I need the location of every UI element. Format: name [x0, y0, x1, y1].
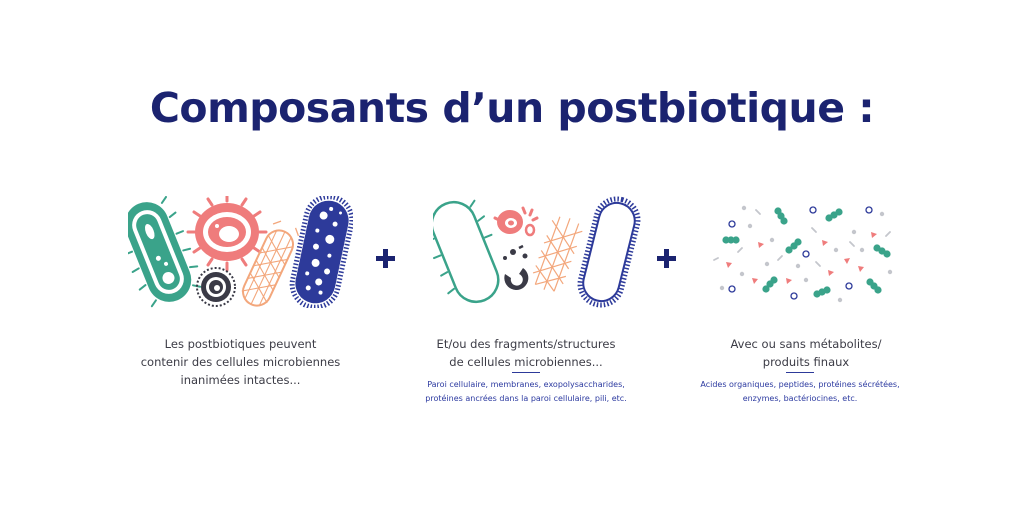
- metabolites-caption: Avec ou sans métabolites/ produits finau…: [688, 335, 924, 371]
- coral-spiky-cell-icon: [186, 196, 268, 272]
- note-line: Acides organiques, peptides, protéines s…: [700, 380, 900, 389]
- cell-fragments-illustration: [433, 196, 641, 308]
- caption-line: Avec ou sans métabolites/: [730, 337, 882, 351]
- gray-dash-icon: [713, 209, 891, 267]
- note-line: Paroi cellulaire, membranes, exopolysacc…: [427, 380, 625, 389]
- metabolites-examples-note: Acides organiques, peptides, protéines s…: [680, 378, 920, 406]
- blue-fuzzy-cell-icon: [289, 196, 353, 308]
- caption-line: Et/ou des fragments/structures: [436, 337, 616, 351]
- green-membrane-icon: [433, 199, 500, 304]
- fragments-caption: Et/ou des fragments/structures de cellul…: [408, 335, 644, 371]
- coral-fragments-icon: [493, 206, 539, 237]
- plus-icon: [376, 249, 395, 268]
- page-title: Composants d’un postbiotique :: [149, 84, 875, 132]
- dark-round-cell-icon: [196, 267, 236, 307]
- green-bacterium-icon: [128, 196, 202, 308]
- caption-line: inanimées intactes...: [180, 373, 301, 387]
- gray-dot-icon: [719, 205, 893, 303]
- caption-line: Les postbiotiques peuvent: [164, 337, 317, 351]
- blue-ring-icon: [728, 206, 873, 300]
- note-line: protéines ancrées dans la paroi cellulai…: [425, 394, 627, 403]
- blue-cell-wall-icon: [577, 196, 641, 308]
- caption-line: contenir des cellules microbiennes: [140, 355, 341, 369]
- plus-icon: [657, 249, 676, 268]
- coral-triangle-icon: [726, 232, 877, 284]
- divider: [786, 372, 814, 373]
- intact-cells-caption: Les postbiotiques peuvent contenir des c…: [128, 335, 353, 389]
- caption-line: de cellules microbiennes...: [449, 355, 603, 369]
- caption-line: produits finaux: [762, 355, 850, 369]
- peach-lattice-icon: [532, 216, 583, 292]
- intact-cells-illustration: [128, 196, 353, 308]
- dark-fragments-icon: [503, 244, 529, 290]
- peach-hatched-cell-icon: [241, 220, 300, 307]
- fragments-examples-note: Paroi cellulaire, membranes, exopolysacc…: [398, 378, 654, 406]
- divider: [512, 372, 540, 373]
- metabolites-illustration: [713, 205, 893, 303]
- note-line: enzymes, bactériocines, etc.: [742, 394, 858, 403]
- green-bead-chains-icon: [722, 207, 891, 298]
